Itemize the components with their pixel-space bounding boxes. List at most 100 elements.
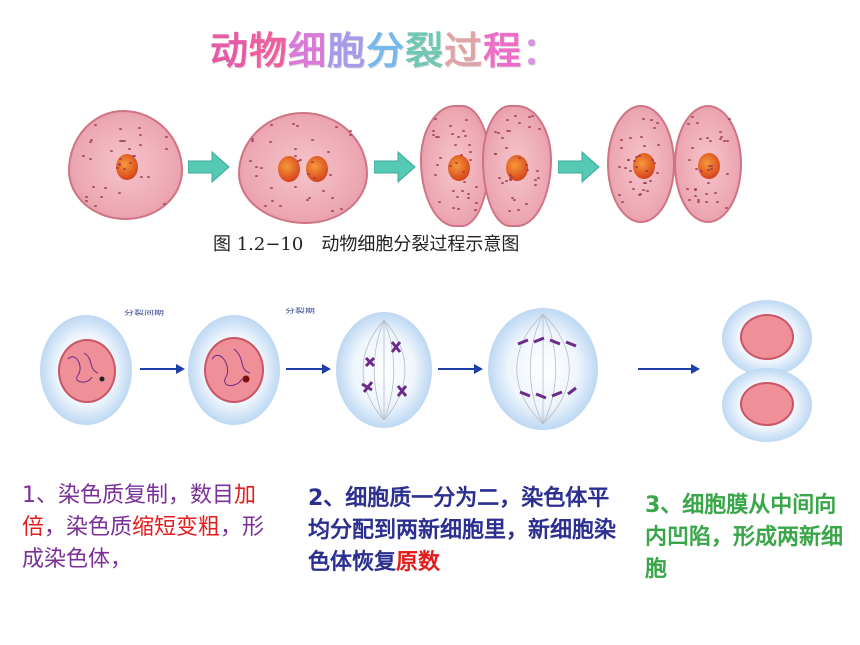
title-char: 物 (249, 29, 289, 73)
speck (653, 126, 657, 129)
speck (462, 181, 466, 184)
speck (707, 169, 711, 172)
speck (691, 115, 695, 118)
speck (164, 147, 168, 150)
speck (127, 148, 131, 151)
speck (271, 199, 275, 202)
speck (695, 121, 699, 124)
speck (293, 147, 297, 150)
speck (533, 178, 537, 181)
arrow-right-icon (140, 364, 185, 374)
speck (618, 165, 622, 168)
speck (620, 146, 624, 149)
speck (291, 122, 295, 125)
speck (534, 184, 538, 187)
mitosis-cell-metaphase (336, 312, 432, 428)
figure-caption: 图 1.2−10 动物细胞分裂过程示意图 (213, 234, 520, 255)
nucleus (58, 339, 116, 403)
speck (649, 119, 653, 122)
title-char: 分 (366, 29, 406, 73)
speck (460, 153, 464, 156)
speck (500, 182, 504, 185)
speck (330, 196, 334, 199)
speck (435, 164, 439, 166)
speck (474, 201, 478, 204)
speck (128, 161, 132, 164)
speck (456, 208, 460, 211)
speck (648, 180, 652, 183)
speck (620, 200, 624, 203)
speck (260, 167, 264, 170)
speck (726, 139, 730, 142)
step-2-text: 2、细胞质一分为二，染色体平均分配到两新细胞里，新细胞染色体恢复原数 (308, 483, 626, 579)
cell-image-stage-3b (482, 105, 552, 227)
cell-image-stage-4b (674, 105, 742, 223)
text-run: ，形成染色体， (22, 515, 265, 572)
speck (251, 137, 255, 140)
mitosis-cell-daughter-bottom (722, 368, 812, 442)
speck (449, 124, 453, 127)
chromatin-icon (67, 352, 105, 383)
speck (434, 173, 438, 176)
speck (299, 159, 303, 162)
nucleus (740, 382, 794, 426)
speck (311, 160, 315, 163)
speck (685, 187, 689, 190)
speck (278, 205, 282, 208)
speck (727, 117, 731, 120)
speck (438, 201, 442, 204)
speck (474, 209, 478, 212)
speck (715, 201, 719, 204)
speck (437, 136, 441, 139)
mitosis-cell-daughter-top (722, 300, 812, 376)
speck (448, 164, 452, 167)
nucleus (278, 156, 300, 182)
speck (510, 197, 514, 200)
speck (454, 143, 458, 146)
speck (91, 186, 95, 189)
speck (644, 169, 648, 172)
speck (139, 175, 143, 178)
title-char: 过 (444, 29, 484, 73)
text-run: 1、染色质复制，数目 (22, 483, 234, 508)
speck (724, 206, 728, 209)
speck (629, 180, 633, 183)
speck (518, 121, 522, 124)
speck (163, 203, 167, 206)
speck (474, 186, 478, 189)
speck (118, 140, 122, 142)
speck (462, 171, 466, 174)
speck (306, 172, 310, 175)
speck (508, 173, 512, 176)
speck (644, 182, 648, 185)
speck (268, 141, 272, 144)
spindle-icon (516, 313, 577, 425)
speck (326, 150, 330, 153)
speck (306, 198, 310, 201)
speck (640, 135, 644, 138)
speck (123, 140, 127, 143)
speck (524, 203, 528, 206)
arrow-right-icon (188, 150, 230, 184)
speck (147, 176, 151, 179)
text-highlight: 原数 (396, 550, 441, 575)
speck (505, 180, 509, 183)
speck (248, 159, 252, 162)
speck (117, 162, 121, 165)
speck (535, 169, 539, 172)
speck (641, 188, 645, 191)
speck (312, 177, 316, 180)
speck (706, 137, 710, 140)
speck (132, 154, 136, 157)
speck (118, 127, 122, 130)
speck (432, 129, 436, 132)
arrow-right-icon (286, 364, 331, 374)
speck (451, 132, 455, 135)
mitosis-cell-interphase (40, 315, 132, 425)
speck (697, 201, 701, 204)
speck (631, 188, 635, 191)
speck (509, 179, 513, 182)
spindle-icon (361, 319, 408, 421)
speck (432, 134, 436, 137)
speck (452, 190, 456, 193)
